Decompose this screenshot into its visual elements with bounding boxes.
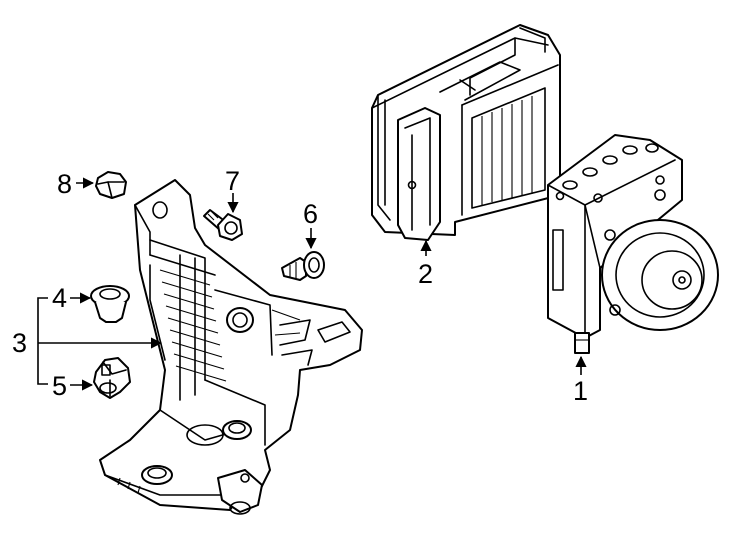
callout-8: 8 [57,169,72,199]
nut-icon [95,171,127,199]
callout-1: 1 [573,376,588,406]
clip-icon [93,357,131,399]
stud-pin-icon [281,251,325,281]
leader-lines [37,177,587,391]
abs-hydraulic-unit-icon [547,134,719,354]
callout-6: 6 [303,199,318,229]
callout-2: 2 [418,259,433,289]
bolt-icon [203,209,243,241]
leader-3-bracket [37,297,48,385]
grommet-icon [90,285,130,323]
abs-control-module-icon [371,24,561,241]
mounting-bracket-icon [99,179,363,515]
callout-7: 7 [225,166,240,196]
callout-3: 3 [12,328,27,358]
callout-5: 5 [52,371,67,401]
callout-4: 4 [52,283,67,313]
